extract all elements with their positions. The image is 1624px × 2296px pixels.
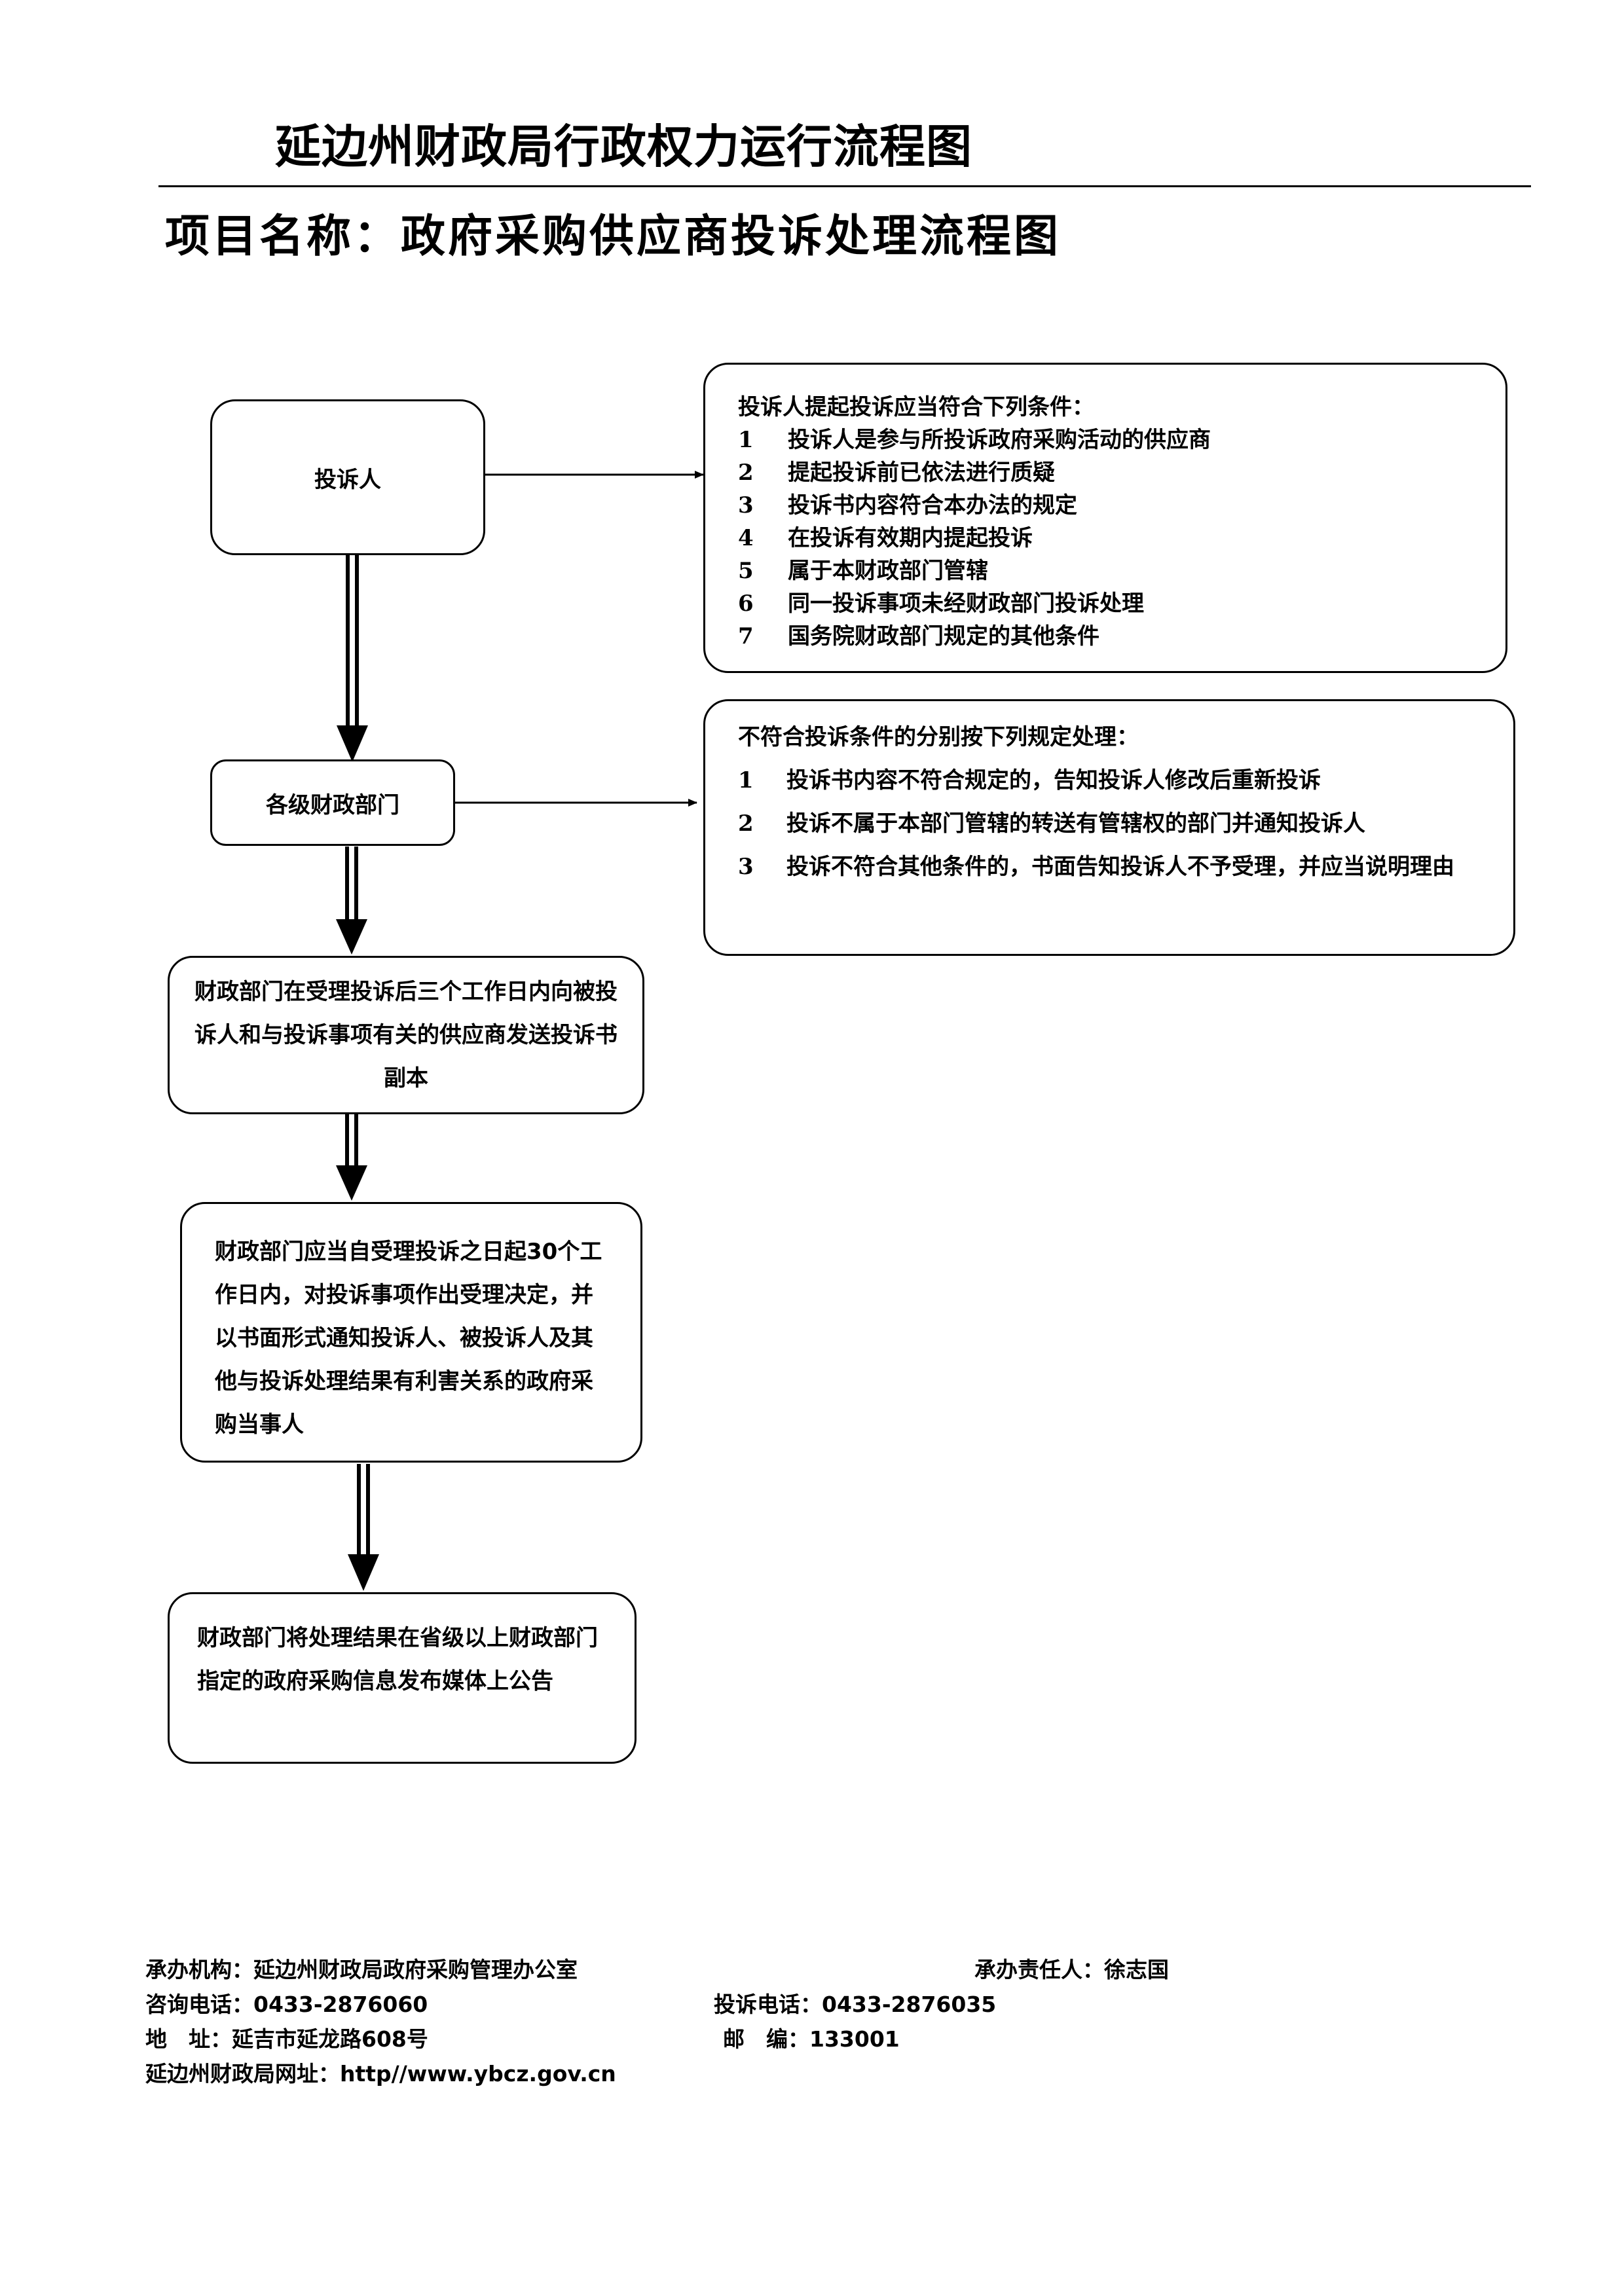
decision-step: 财政部门应当自受理投诉之日起30个工作日内，对投诉事项作出受理决定，并以书面形式… [180,1202,642,1463]
send-copy-step: 财政部门在受理投诉后三个工作日内向被投诉人和与投诉事项有关的供应商发送投诉书副本 [168,956,644,1114]
footer-consult-phone: 咨询电话：0433-2876060 [145,1992,428,2017]
footer-responsible: 承办责任人：徐志国 [974,1957,1169,1982]
arrow-dept-to-send-copy [336,847,367,955]
project-name: 项目名称：政府采购供应商投诉处理流程图 [165,210,1061,263]
footer-postcode: 邮 编：133001 [723,2026,900,2052]
header-divider [158,185,1531,187]
decision-text: 财政部门应当自受理投诉之日起30个工作日内，对投诉事项作出受理决定，并以书面形式… [215,1239,602,1438]
rejection-rules-title: 不符合投诉条件的分别按下列规定处理： [738,724,1139,750]
document-title: 延边州财政局行政权力运行流程图 [275,120,972,173]
arrow-decision-to-publish [348,1464,379,1591]
arrow-send-copy-to-decision [336,1114,367,1201]
complainant-label: 投诉人 [314,466,381,493]
finance-dept-node: 各级财政部门 [210,759,455,846]
arrow-complainant-to-dept [337,555,368,762]
send-copy-text: 财政部门在受理投诉后三个工作日内向被投诉人和与投诉事项有关的供应商发送投诉书副本 [194,979,618,1091]
footer-info: 承办机构：延边州财政局政府采购管理办公室 承办责任人：徐志国 咨询电话：0433… [145,1952,1169,2091]
footer-website: 延边州财政局网址：http//www.ybcz.gov.cn [145,2061,616,2086]
footer-complaint-phone: 投诉电话：0433-2876035 [714,1992,997,2017]
publish-text: 财政部门将处理结果在省级以上财政部门指定的政府采购信息发布媒体上公告 [197,1625,598,1694]
footer-address: 地 址：延吉市延龙路608号 [145,2026,428,2052]
footer-org: 承办机构：延边州财政局政府采购管理办公室 [145,1957,578,1982]
publish-step: 财政部门将处理结果在省级以上财政部门指定的政府采购信息发布媒体上公告 [168,1592,637,1764]
complaint-conditions-title: 投诉人提起投诉应当符合下列条件： [738,394,1094,420]
complainant-node: 投诉人 [210,399,485,555]
finance-dept-label: 各级财政部门 [266,792,399,818]
